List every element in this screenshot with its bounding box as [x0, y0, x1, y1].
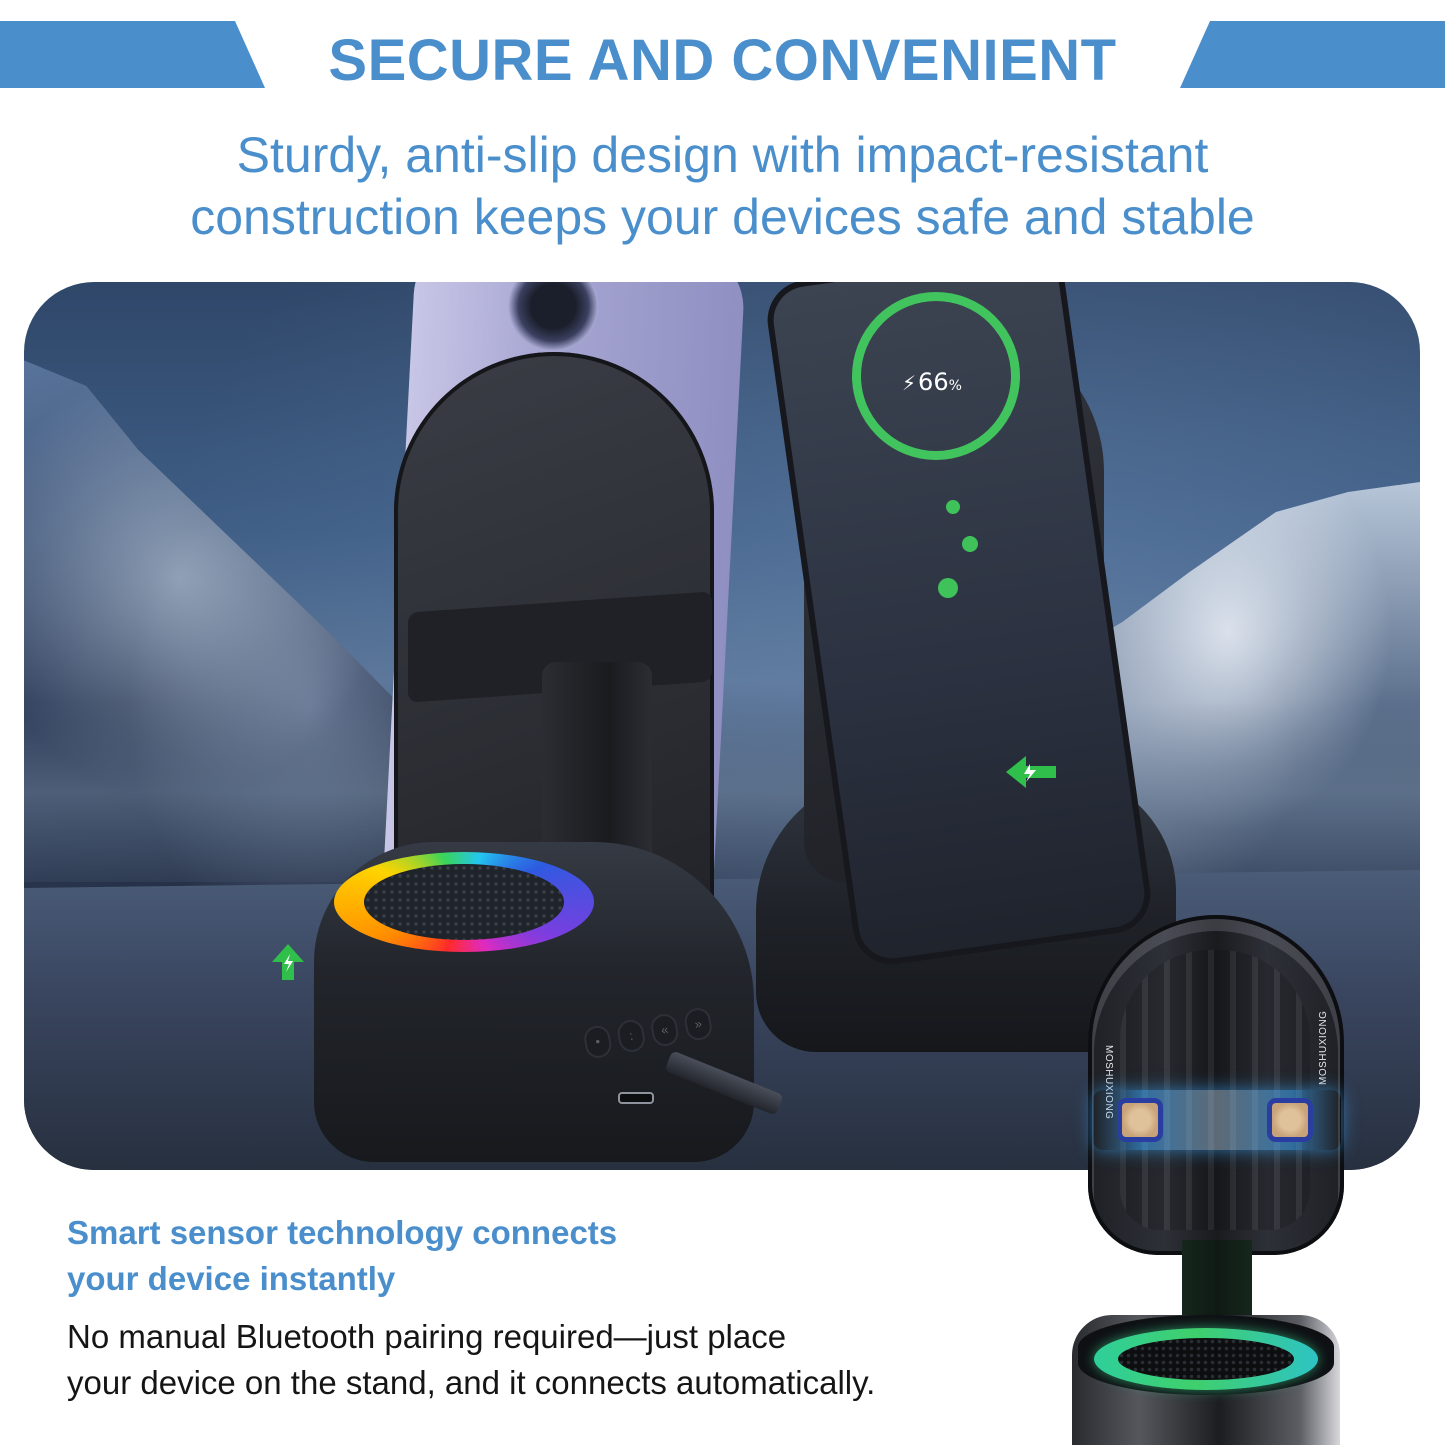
previous-icon: « [649, 1012, 681, 1049]
page-subtitle: Sturdy, anti-slip design with impact-res… [0, 124, 1445, 248]
page-title: SECURE AND CONVENIENT [328, 28, 1117, 93]
charging-ring-icon [852, 292, 1020, 460]
sensor-chip-right-icon [1272, 1103, 1308, 1137]
subtitle-line-2: construction keeps your devices safe and… [190, 189, 1255, 245]
speaker-grill-left [364, 864, 564, 940]
feature-description-line-2: your device on the stand, and it connect… [67, 1364, 876, 1401]
green-charging-arrow-icon [272, 944, 304, 980]
lightning-bolt-icon: ⚡ [902, 371, 917, 395]
sensor-chip-left-icon [1122, 1103, 1158, 1137]
feature-description: No manual Bluetooth pairing required—jus… [67, 1314, 1027, 1406]
green-charging-arrow-icon [1006, 756, 1056, 788]
brand-label-right: MOSHUXIONG [1318, 1010, 1329, 1085]
charging-dot-icon [946, 500, 960, 514]
feature-heading: Smart sensor technology connects your de… [67, 1210, 787, 1302]
battery-value: 66 [918, 368, 949, 396]
battery-unit: % [948, 378, 962, 394]
product-cutout-mount [1088, 915, 1344, 1255]
next-icon: » [682, 1006, 714, 1043]
header-banner-left-shape [0, 21, 265, 88]
header-banner-right-shape [1180, 21, 1445, 88]
hero-product-photo: • : « » ⚡66% [24, 282, 1420, 1170]
charging-dot-icon [962, 536, 978, 552]
battery-percentage: ⚡66% [902, 368, 982, 400]
power-icon: • [582, 1023, 614, 1060]
camera-lens-icon [506, 282, 601, 354]
usb-c-port-icon [618, 1092, 654, 1104]
feature-heading-line-1: Smart sensor technology connects [67, 1214, 618, 1251]
feature-description-line-1: No manual Bluetooth pairing required—jus… [67, 1318, 787, 1355]
mode-icon: : [615, 1017, 647, 1054]
product-cutout-speaker-grill [1118, 1338, 1294, 1380]
subtitle-line-1: Sturdy, anti-slip design with impact-res… [236, 127, 1209, 183]
charging-dot-icon [938, 578, 958, 598]
feature-heading-line-2: your device instantly [67, 1260, 396, 1297]
lake-background [24, 702, 1420, 882]
